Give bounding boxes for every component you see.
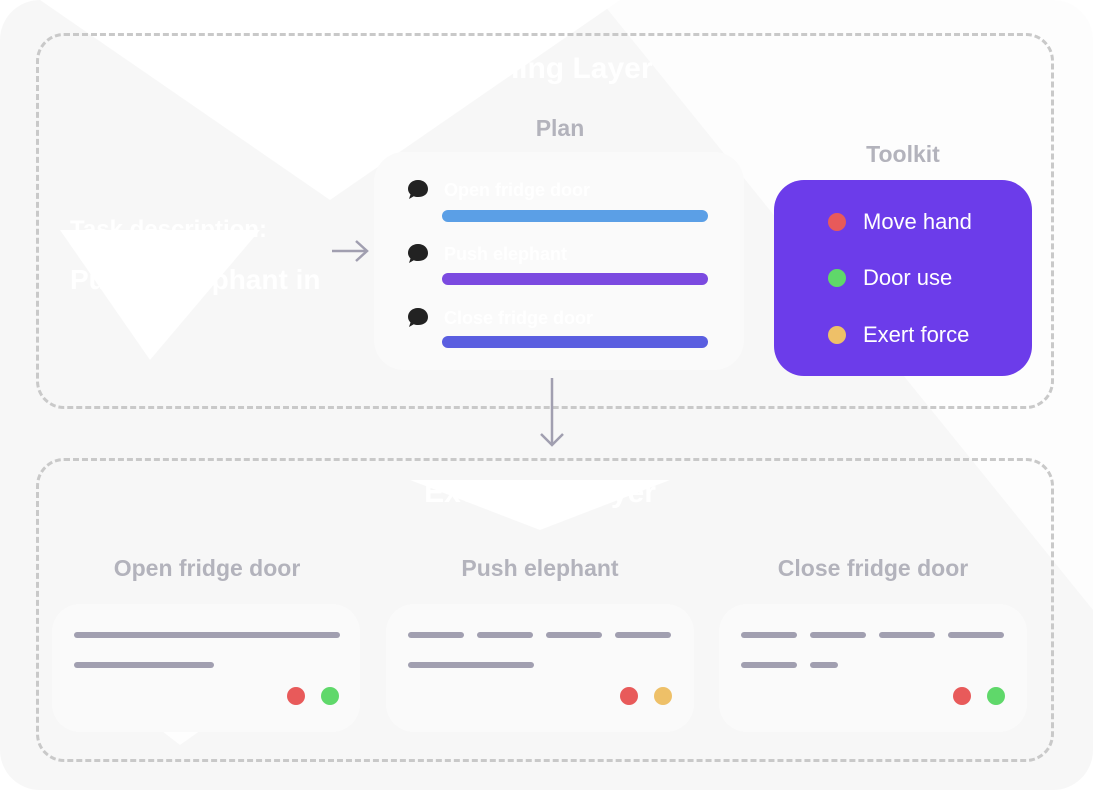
code-line bbox=[948, 632, 1004, 638]
code-line bbox=[810, 662, 838, 668]
plan-step-text: Close fridge door bbox=[444, 308, 594, 328]
code-line bbox=[741, 632, 797, 638]
code-line bbox=[408, 632, 464, 638]
tool-item: Door use bbox=[828, 263, 952, 293]
execution-task-title: Close fridge door bbox=[777, 555, 969, 581]
task-description-text: Put the elephant in bbox=[70, 264, 321, 295]
task-description-label: Task description: bbox=[70, 216, 267, 243]
execution-card bbox=[719, 604, 1027, 732]
down-arrow-icon bbox=[540, 378, 564, 447]
speech-bubble-icon bbox=[408, 244, 428, 263]
code-line bbox=[74, 632, 340, 638]
execution-layer-box bbox=[36, 458, 1054, 762]
tool-status-dot bbox=[987, 687, 1005, 705]
planning-layer-box bbox=[36, 33, 1054, 409]
code-line bbox=[546, 632, 602, 638]
code-line bbox=[477, 632, 533, 638]
tool-item: Move hand bbox=[828, 207, 972, 237]
execution-task-title: Push elephant bbox=[461, 555, 619, 581]
speech-bubble-icon bbox=[408, 180, 428, 199]
execution-card bbox=[52, 604, 360, 732]
plan-step-text: Open fridge door bbox=[444, 180, 590, 200]
tool-label: Exert force bbox=[863, 322, 970, 347]
tool-status-dot bbox=[654, 687, 672, 705]
code-line bbox=[879, 632, 935, 638]
planning-layer-title: Planning Layer bbox=[437, 52, 653, 85]
plan-step-bar bbox=[442, 336, 708, 348]
plan-step: Push elephant bbox=[374, 242, 744, 292]
plan-label: Plan bbox=[535, 115, 585, 141]
tool-status-dot bbox=[620, 687, 638, 705]
execution-card bbox=[386, 604, 694, 732]
tool-status-dot bbox=[321, 687, 339, 705]
toolkit-label: Toolkit bbox=[866, 141, 940, 167]
code-line bbox=[74, 662, 214, 668]
code-line bbox=[615, 632, 671, 638]
toolkit-card: Move hand Door use Exert force bbox=[774, 180, 1032, 376]
execution-task-title: Open fridge door bbox=[113, 555, 301, 581]
tool-status-dot bbox=[287, 687, 305, 705]
plan-step: Open fridge door bbox=[374, 178, 744, 228]
plan-card: Open fridge door Push elephant Close fri… bbox=[374, 152, 744, 370]
plan-step-bar bbox=[442, 210, 708, 222]
tool-label: Move hand bbox=[863, 209, 972, 234]
plan-step: Close fridge door bbox=[374, 306, 744, 356]
execution-layer-title: Execution Layer bbox=[424, 476, 656, 509]
tool-item: Exert force bbox=[828, 320, 969, 350]
tool-color-dot bbox=[828, 326, 846, 344]
code-line bbox=[810, 632, 866, 638]
speech-bubble-icon bbox=[408, 308, 428, 327]
code-line bbox=[741, 662, 797, 668]
plan-step-text: Push elephant bbox=[444, 244, 568, 264]
tool-color-dot bbox=[828, 213, 846, 231]
right-arrow-icon bbox=[332, 240, 369, 262]
plan-step-bar bbox=[442, 273, 708, 285]
tool-color-dot bbox=[828, 269, 846, 287]
tool-label: Door use bbox=[863, 265, 953, 290]
code-line bbox=[408, 662, 534, 668]
tool-status-dot bbox=[953, 687, 971, 705]
